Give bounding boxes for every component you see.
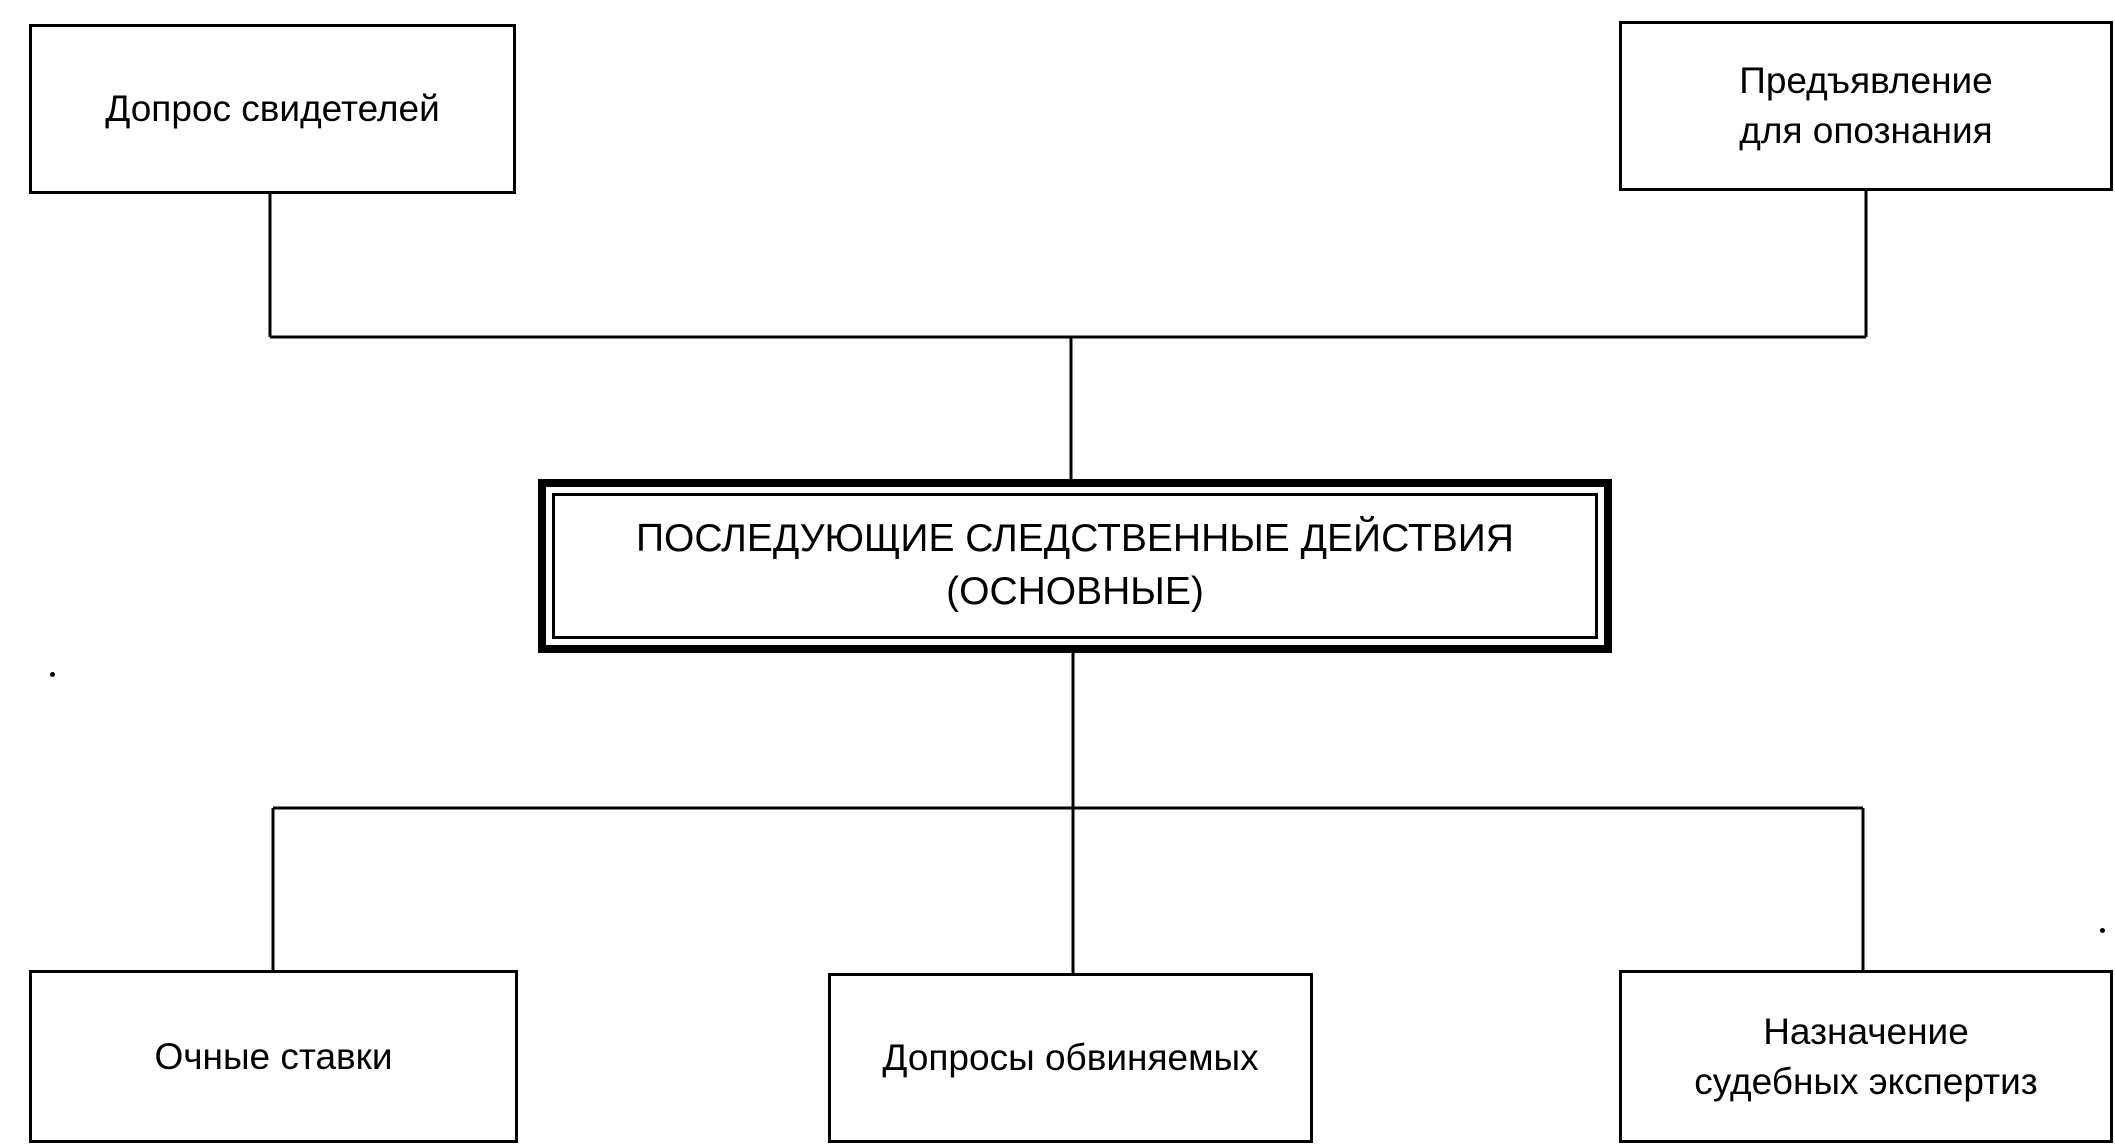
- node-bottom-middle: Допросы обвиняемых: [828, 973, 1313, 1143]
- node-center-label: ПОСЛЕДУЮЩИЕ СЛЕДСТВЕННЫЕ ДЕЙСТВИЯ (ОСНОВ…: [636, 517, 1514, 613]
- node-top-left: Допрос свидетелей: [29, 24, 516, 194]
- scan-speck: [50, 672, 55, 677]
- node-bottom-right-label: Назначение судебных экспертиз: [1694, 1010, 2038, 1102]
- scan-speck: [2100, 928, 2105, 933]
- node-bottom-left: Очные ставки: [29, 970, 518, 1143]
- node-top-right: Предъявление для опознания: [1619, 21, 2113, 191]
- node-bottom-middle-label: Допросы обвиняемых: [882, 1037, 1259, 1079]
- node-bottom-right: Назначение судебных экспертиз: [1619, 970, 2113, 1143]
- node-top-right-label: Предъявление для опознания: [1739, 60, 1993, 151]
- node-center: ПОСЛЕДУЮЩИЕ СЛЕДСТВЕННЫЕ ДЕЙСТВИЯ (ОСНОВ…: [538, 479, 1612, 653]
- node-center-frame: ПОСЛЕДУЮЩИЕ СЛЕДСТВЕННЫЕ ДЕЙСТВИЯ (ОСНОВ…: [552, 493, 1598, 639]
- node-bottom-left-label: Очные ставки: [154, 1035, 393, 1077]
- node-top-left-label: Допрос свидетелей: [105, 88, 440, 130]
